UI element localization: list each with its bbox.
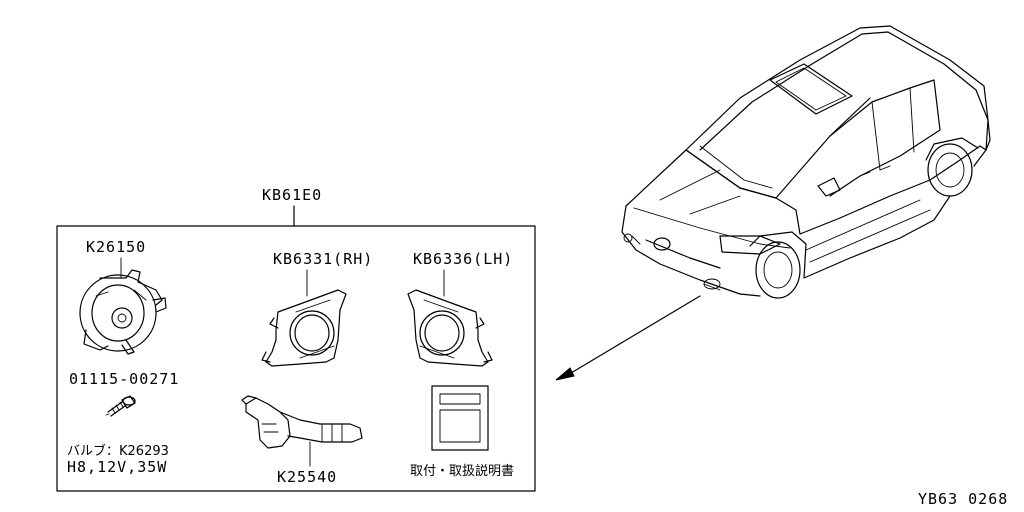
diagram-code: YB63 0268: [918, 490, 1008, 508]
manual-illustration: [431, 385, 489, 451]
fog-lamp-illustration: [79, 269, 167, 355]
kit-part-number: KB61E0: [262, 186, 322, 204]
bezel-lh-illustration: [407, 289, 493, 367]
kit-contents-box: [56, 225, 536, 492]
switch-illustration: [241, 395, 363, 449]
screw-part-number: 01115-00271: [69, 370, 179, 388]
screw-illustration: [105, 395, 136, 417]
vehicle-illustration: [621, 25, 991, 299]
manual-label: 取付・取扱説明書: [410, 463, 514, 479]
bulb-spec: H8,12V,35W: [67, 458, 167, 476]
bezel-lh-part-number: KB6336(LH): [413, 250, 513, 268]
location-arrow: [555, 295, 701, 381]
bezel-rh-illustration: [261, 289, 347, 367]
bezel-rh-part-number: KB6331(RH): [273, 250, 373, 268]
fog-lamp-part-number: K26150: [86, 238, 146, 256]
switch-part-number: K25540: [277, 468, 337, 486]
bulb-part-number: バルブ：K26293: [67, 443, 169, 459]
